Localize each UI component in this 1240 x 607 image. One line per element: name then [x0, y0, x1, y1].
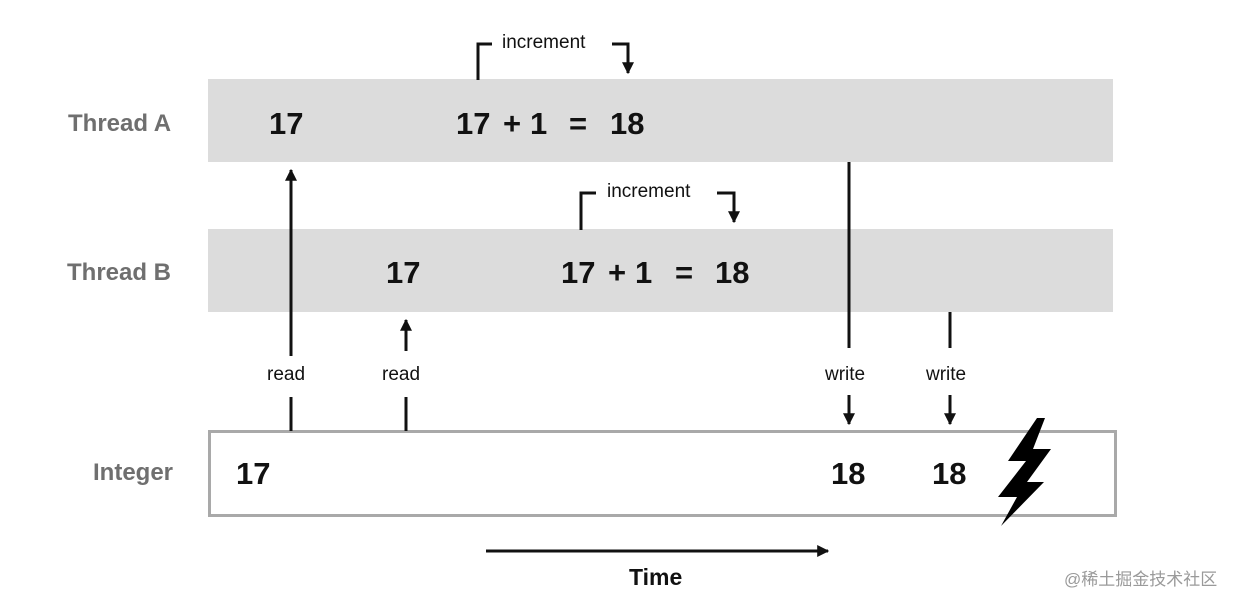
time-axis-label: Time — [629, 564, 683, 590]
thread-b-expr-plus: + — [608, 255, 627, 290]
thread-a-increment-label: increment — [502, 32, 586, 53]
thread-a-expr-left: 17 — [456, 106, 491, 141]
lightning-bolt-icon — [998, 418, 1051, 526]
integer-after-write-a: 18 — [831, 456, 866, 491]
integer-label: Integer — [93, 459, 174, 486]
thread-a-expr-one: 1 — [530, 106, 548, 141]
thread-b-lane — [208, 229, 1113, 312]
thread-b-expr-eq: = — [675, 255, 694, 290]
thread-b-read-value: 17 — [386, 255, 421, 290]
thread-a-lane — [208, 79, 1113, 162]
thread-b-increment-arrow — [579, 191, 734, 230]
thread-a-expr-eq: = — [569, 106, 588, 141]
thread-b-expr-one: 1 — [635, 255, 653, 290]
write-a-label: write — [825, 364, 866, 385]
thread-b-expr-left: 17 — [561, 255, 596, 290]
thread-a-expr-result: 18 — [610, 106, 645, 141]
read-a-label: read — [267, 364, 306, 385]
thread-a-read-value: 17 — [269, 106, 304, 141]
thread-a-increment-arrow — [476, 42, 628, 80]
thread-b-increment-label: increment — [607, 181, 691, 202]
write-b-label: write — [926, 364, 967, 385]
integer-box — [208, 430, 1117, 517]
integer-after-write-b: 18 — [932, 456, 967, 491]
thread-a-expr-plus: + — [503, 106, 522, 141]
thread-b-label: Thread B — [67, 259, 172, 286]
read-b-label: read — [382, 364, 421, 385]
thread-a-label: Thread A — [68, 110, 172, 137]
watermark-text: @稀土掘金技术社区 — [1064, 570, 1218, 589]
thread-b-expr-result: 18 — [715, 255, 750, 290]
integer-initial-value: 17 — [236, 456, 271, 491]
